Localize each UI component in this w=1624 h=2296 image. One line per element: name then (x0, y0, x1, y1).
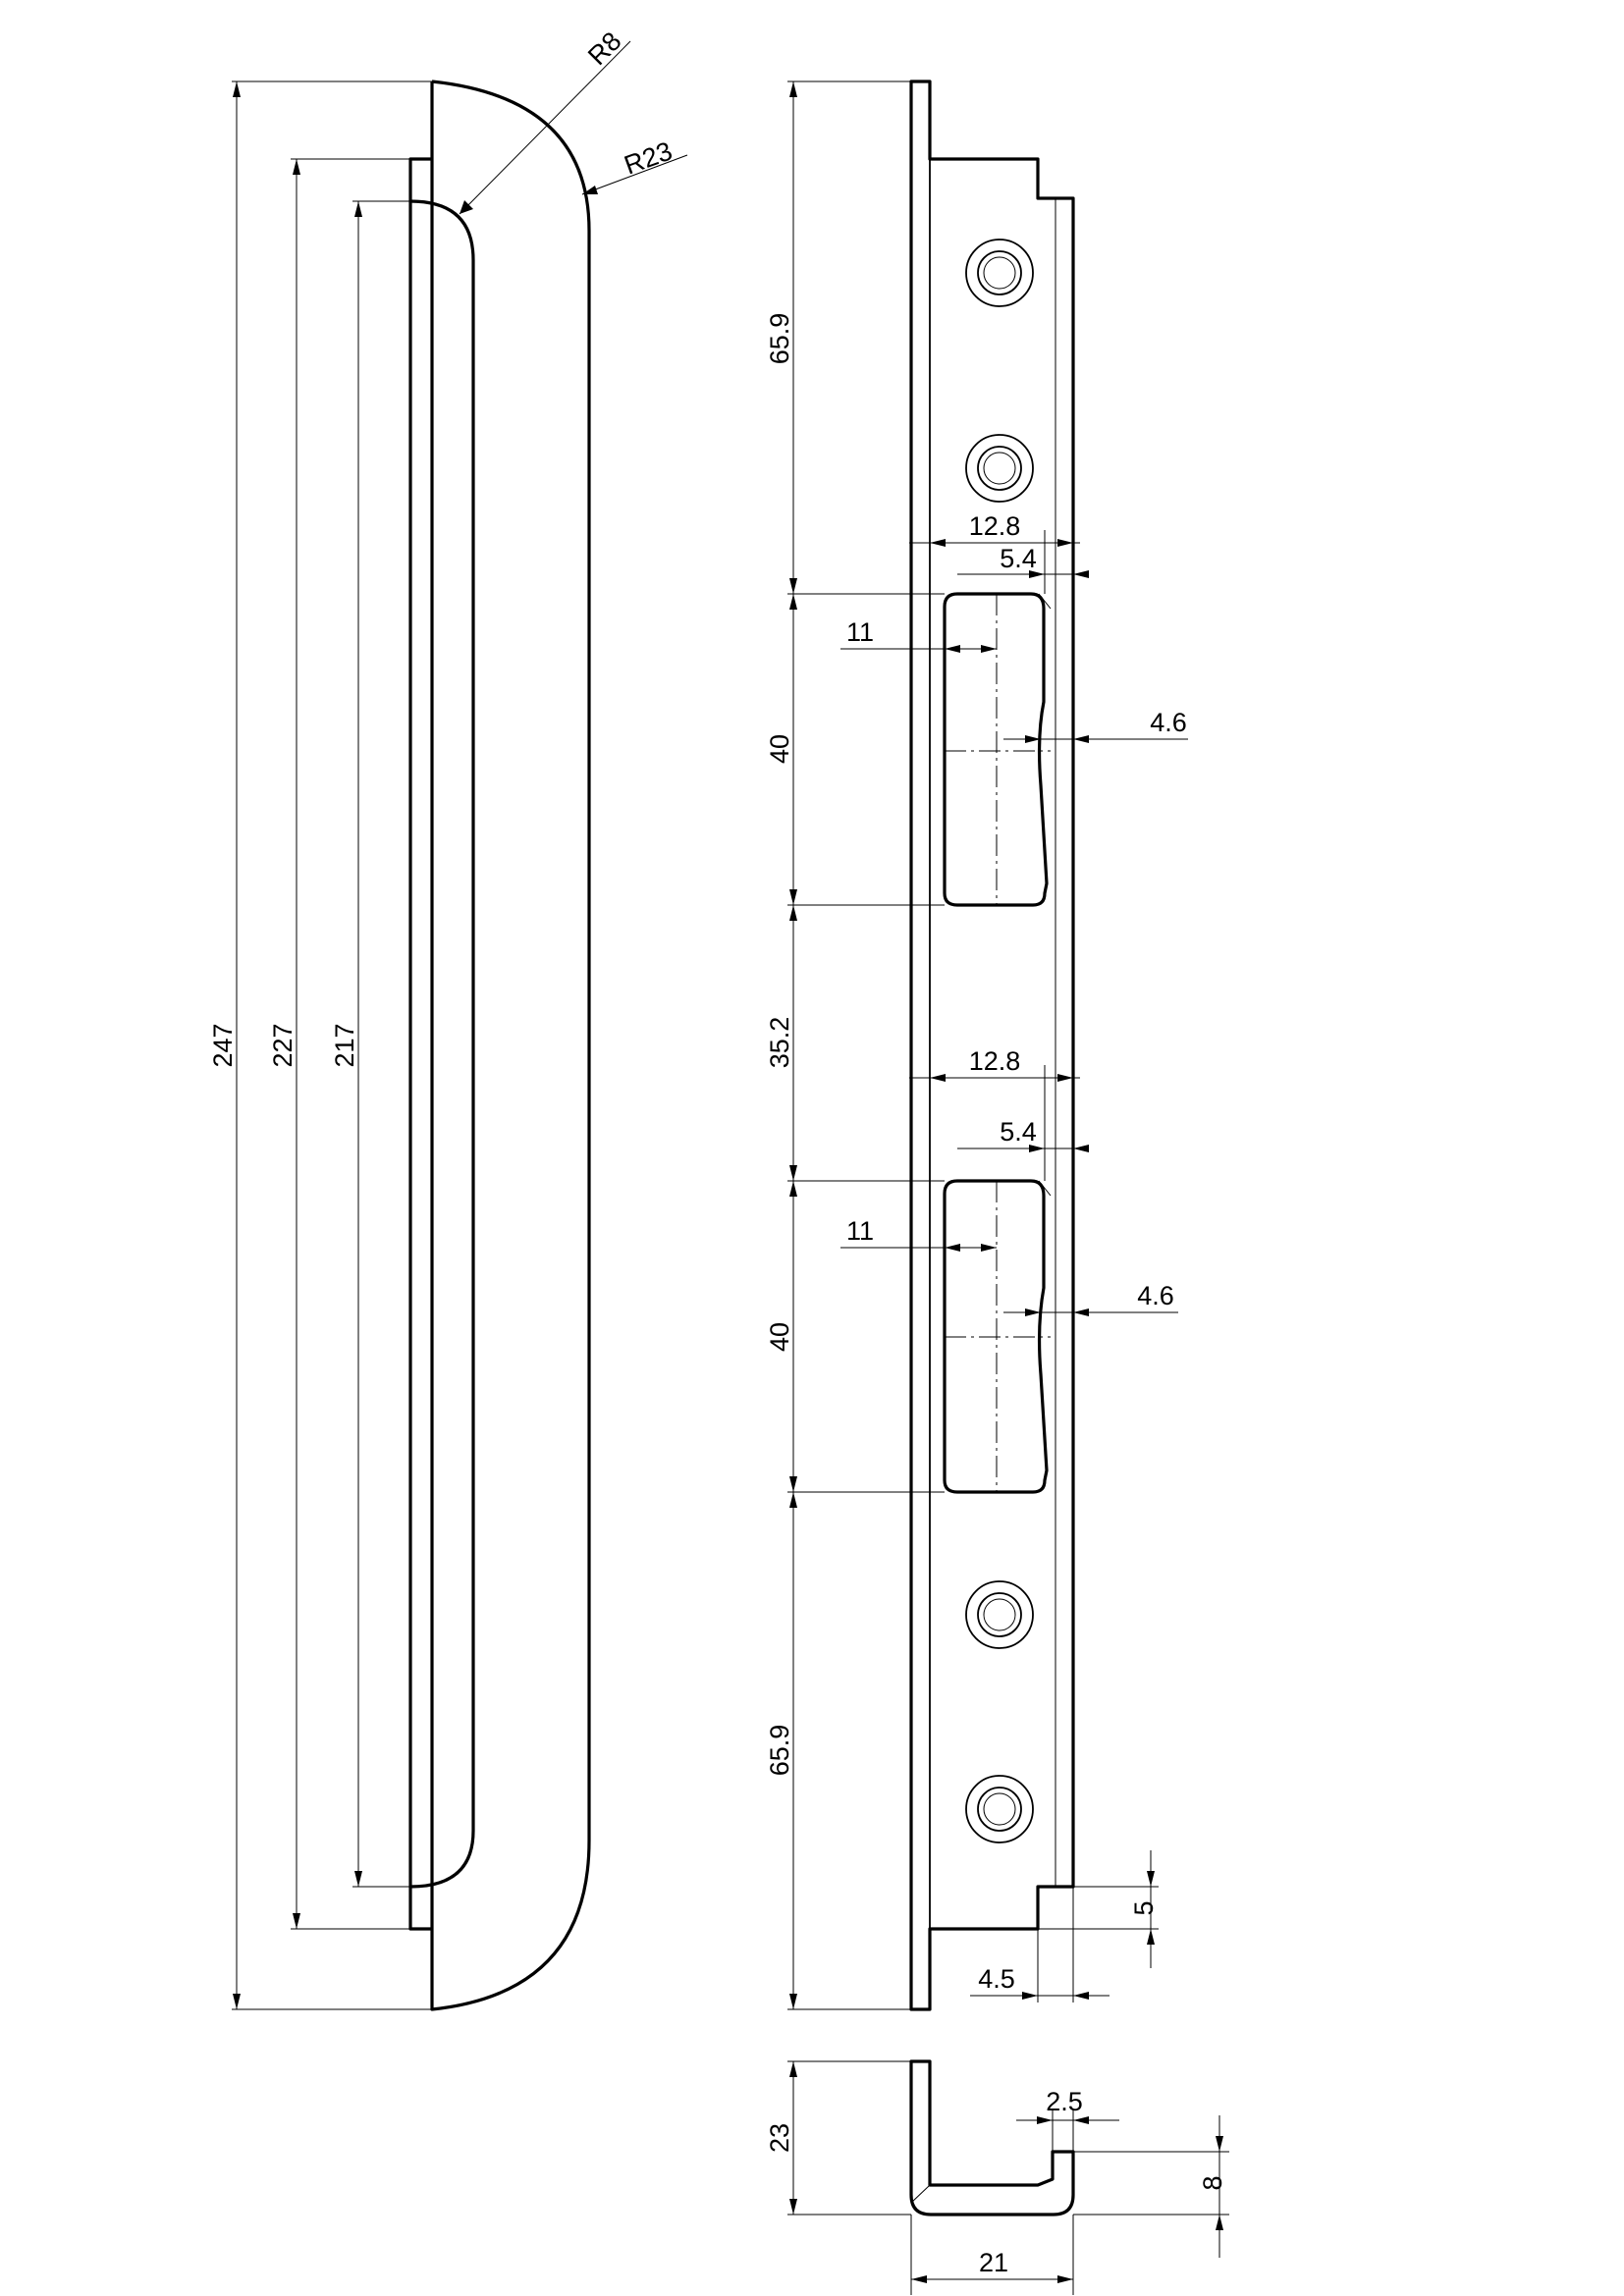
dim-label-slot1-inset: 5.4 (1000, 544, 1037, 573)
side-outer-profile (430, 80, 591, 2011)
dim-label-section-height: 23 (765, 2123, 794, 2153)
radius-label-r23: R23 (621, 136, 677, 181)
side-flange (408, 157, 432, 1931)
plate-outline[interactable] (909, 80, 1075, 2011)
leader-r8 (459, 40, 631, 215)
dim-label-227: 227 (268, 1023, 298, 1067)
screw-hole-3 (965, 1580, 1034, 1649)
dim-label-section-width: 21 (979, 2248, 1008, 2277)
dim-label-217: 217 (330, 1023, 359, 1067)
dim-label-notch-width: 4.5 (978, 1964, 1015, 1994)
dim-label-slot2-inset: 5.4 (1000, 1117, 1037, 1147)
screw-hole-2 (965, 434, 1034, 503)
screw-hole-1 (965, 239, 1034, 307)
dim-label-slot1-width: 12.8 (969, 511, 1021, 541)
section-view: 23 21 2.5 8 (765, 2059, 1229, 2295)
dim-label-section-thickness: 2.5 (1046, 2087, 1083, 2116)
radius-label-r8: R8 (582, 27, 627, 72)
dim-label-lip-height: 8 (1198, 2175, 1227, 2190)
dim-label-247: 247 (208, 1023, 238, 1067)
dim-label-bottom-segment: 65.9 (765, 1725, 794, 1777)
dim-label-between-slots: 35.2 (765, 1017, 794, 1069)
dim-label-slot1-center: 11 (846, 617, 874, 647)
dim-label-notch-height: 5 (1129, 1900, 1159, 1915)
dim-label-slot2-height: 40 (765, 1322, 794, 1352)
strike-slot-1 (943, 592, 1052, 907)
leader-r23 (581, 154, 688, 195)
screw-hole-4 (965, 1775, 1034, 1843)
section-profile (909, 2059, 1075, 2216)
dim-label-slot2-depth: 4.6 (1137, 1281, 1174, 1310)
side-view: 247 227 217 R8 R23 (208, 27, 688, 2011)
dim-label-slot2-center: 11 (846, 1216, 874, 1246)
side-inner-profile (409, 199, 475, 1889)
dim-label-slot1-depth: 4.6 (1150, 708, 1187, 737)
dim-label-slot2-width: 12.8 (969, 1046, 1021, 1076)
dim-label-slot1-height: 40 (765, 734, 794, 764)
strike-slot-2 (943, 1179, 1052, 1494)
front-view: 65.9 40 35.2 40 65.9 12.8 5.4 11 4.6 12.… (765, 80, 1188, 2011)
dim-label-top-segment: 65.9 (765, 313, 794, 365)
